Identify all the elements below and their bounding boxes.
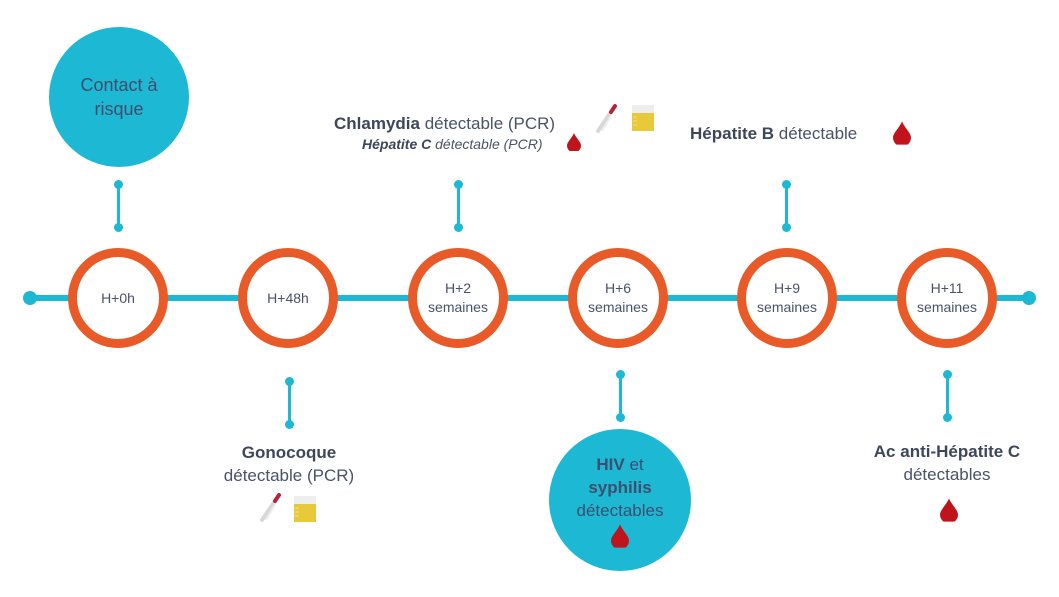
node-label: H+11	[930, 280, 964, 296]
start-bubble-line1: Contact à	[80, 75, 158, 95]
ac-hepc-event: Ac anti-Hépatite C détectables	[852, 440, 1042, 486]
gono-event: Gonocoque détectable (PCR)	[200, 441, 378, 487]
gono-text: détectable (PCR)	[223, 466, 355, 485]
node-sublabel: semaines	[917, 299, 977, 315]
blood-drop-icon	[940, 497, 958, 523]
timeline-start-dot	[23, 291, 37, 305]
syphilis-name: syphilis	[588, 477, 652, 497]
gono-name: Gonocoque	[241, 443, 337, 462]
timeline-node-11w: H+11 semaines	[897, 248, 997, 348]
node-label: H+9	[773, 280, 801, 296]
chlamydia-text: détectable (PCR)	[419, 114, 556, 133]
connector	[943, 370, 952, 422]
urine-cup-icon	[294, 496, 316, 522]
hepb-name: Hépatite B	[690, 124, 775, 143]
node-label: H+48h	[267, 289, 309, 306]
chlamydia-event: Chlamydia détectable (PCR) Hépatite C dé…	[334, 112, 555, 153]
start-bubble: Contact à risque	[49, 27, 189, 167]
node-label: H+6	[604, 280, 632, 296]
connector	[616, 370, 625, 422]
node-sublabel: semaines	[588, 299, 648, 315]
hepc-text: détectable (PCR)	[431, 136, 543, 152]
timeline-axis	[30, 295, 1030, 301]
hiv-text: détectables	[576, 500, 664, 520]
chlamydia-name: Chlamydia	[334, 114, 420, 133]
timeline-node-h0: H+0h	[68, 248, 168, 348]
blood-drop-icon	[567, 133, 581, 151]
hepb-text: détectable	[774, 124, 858, 143]
hiv-bubble: HIV et syphilis détectables	[549, 429, 691, 571]
swab-icon	[594, 104, 618, 134]
ac-hepc-text: détectables	[903, 465, 991, 484]
blood-drop-icon	[611, 524, 629, 548]
hepb-event: Hépatite B détectable	[690, 122, 857, 145]
blood-drop-icon	[893, 120, 911, 146]
node-sublabel: semaines	[428, 299, 488, 315]
connector	[285, 377, 294, 429]
node-label: H+2	[444, 280, 472, 296]
timeline-node-6w: H+6 semaines	[568, 248, 668, 348]
timeline-node-2w: H+2 semaines	[408, 248, 508, 348]
swab-icon	[258, 493, 282, 523]
urine-cup-icon	[632, 105, 654, 131]
hiv-name: HIV	[596, 454, 625, 474]
timeline-node-9w: H+9 semaines	[737, 248, 837, 348]
timeline-node-h48: H+48h	[238, 248, 338, 348]
ac-hepc-name: Ac anti-Hépatite C	[873, 442, 1021, 461]
start-bubble-line2: risque	[94, 99, 144, 119]
node-sublabel: semaines	[757, 299, 817, 315]
hepc-name: Hépatite C	[362, 136, 432, 152]
connector	[782, 180, 791, 232]
connector	[114, 180, 123, 232]
timeline-end-dot	[1022, 291, 1036, 305]
hiv-et: et	[624, 454, 644, 474]
connector	[454, 180, 463, 232]
node-label: H+0h	[101, 289, 135, 306]
